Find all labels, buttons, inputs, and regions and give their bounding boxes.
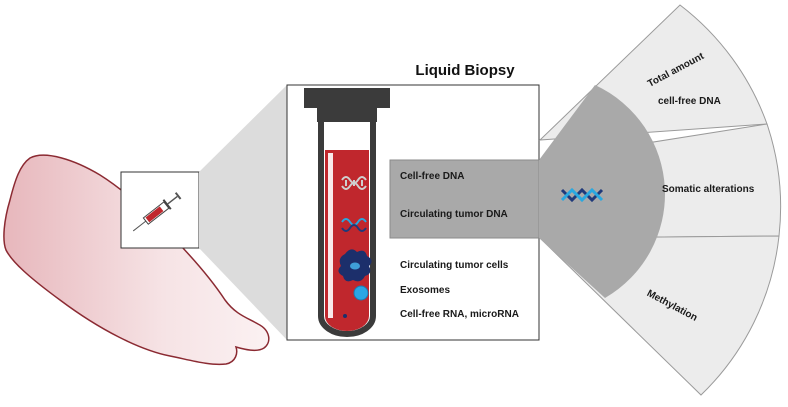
cfdna-fragment-icon — [341, 176, 367, 190]
tumor-cell-icon — [338, 249, 372, 282]
ctdna-fragment-icon — [341, 218, 367, 232]
rna-icon — [343, 314, 347, 318]
label-somatic-alterations: Somatic alterations — [662, 184, 755, 195]
syringe-icon — [132, 192, 182, 232]
zoom-cone — [199, 85, 287, 340]
label-cell-free-dna-amount: cell-free DNA — [658, 96, 721, 107]
label-exosomes: Exosomes — [400, 285, 451, 296]
exosome-icon — [353, 285, 369, 301]
label-circulating-tumor-cells: Circulating tumor cells — [400, 260, 509, 271]
label-cell-free-rna: Cell-free RNA, microRNA — [400, 309, 519, 320]
label-circulating-tumor-dna: Circulating tumor DNA — [400, 209, 508, 220]
label-cell-free-dna: Cell-free DNA — [400, 171, 465, 182]
diagram-title: Liquid Biopsy — [415, 62, 515, 79]
dna-helix-icon — [560, 187, 604, 203]
